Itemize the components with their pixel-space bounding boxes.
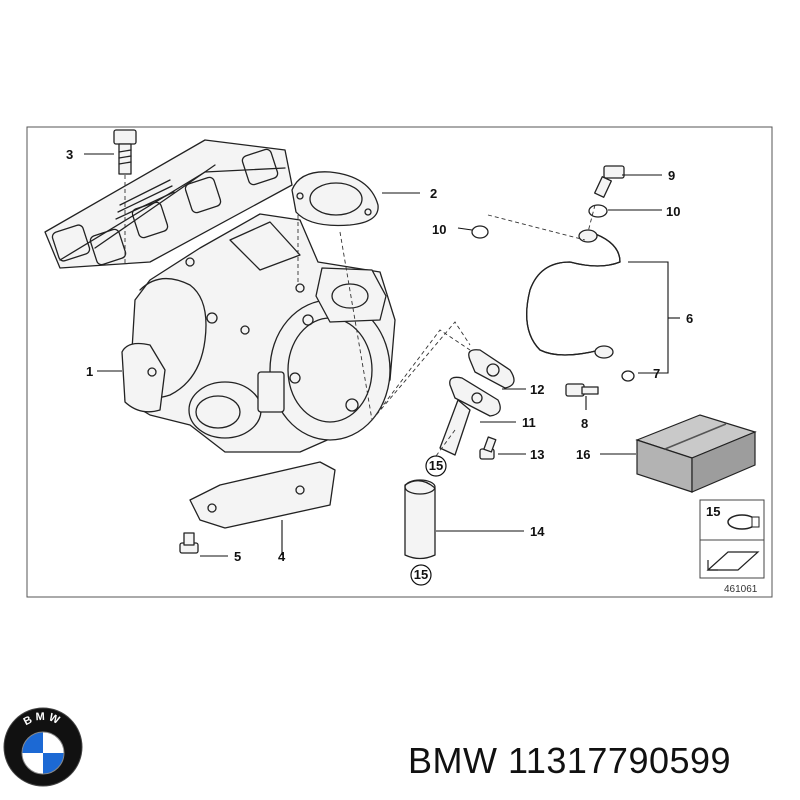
part-number-caption: BMW 11317790599 bbox=[408, 740, 732, 781]
callout-10-left: 10 bbox=[432, 222, 446, 237]
clamp-15-marker-bottom bbox=[410, 564, 432, 586]
dashed-guide bbox=[371, 321, 471, 421]
bolt-8 bbox=[565, 383, 599, 397]
washer-10-right bbox=[588, 204, 608, 218]
exhaust-manifold bbox=[44, 139, 293, 269]
oil-flange-11 bbox=[439, 376, 501, 456]
turbocharger-1 bbox=[121, 213, 396, 453]
callout-4: 4 bbox=[278, 549, 286, 564]
callout-10-right: 10 bbox=[666, 204, 680, 219]
callout-16: 16 bbox=[576, 447, 590, 462]
callout-11: 11 bbox=[522, 415, 536, 430]
callout-8: 8 bbox=[581, 416, 588, 431]
dashed-guide bbox=[487, 214, 586, 241]
bmw-logo: BMW bbox=[3, 707, 83, 787]
washer-7 bbox=[621, 370, 635, 382]
callout-7: 7 bbox=[653, 366, 660, 381]
gasket-2 bbox=[291, 171, 379, 227]
washer-10-left bbox=[471, 225, 489, 239]
bolt-3 bbox=[113, 129, 137, 175]
svg-text:BMW: BMW bbox=[22, 711, 64, 728]
oil-return-line-6 bbox=[526, 229, 621, 359]
bolt-13 bbox=[479, 436, 497, 460]
oil-hose-14 bbox=[404, 479, 436, 560]
callout-15-legend: 15 bbox=[706, 504, 720, 519]
bolt-9 bbox=[594, 165, 625, 198]
legend-arrow-box bbox=[699, 539, 765, 579]
callout-15-bottom: 15 bbox=[414, 567, 428, 582]
callout-15-top: 15 bbox=[429, 458, 443, 473]
dashed-guide bbox=[339, 231, 471, 422]
callout-2: 2 bbox=[430, 186, 437, 201]
callout-3: 3 bbox=[66, 147, 73, 162]
repair-kit-16 bbox=[635, 414, 757, 493]
clamp-15-marker-top bbox=[425, 455, 447, 477]
bolt-5 bbox=[179, 532, 199, 554]
bracket-4 bbox=[189, 461, 336, 529]
callout-1: 1 bbox=[86, 364, 93, 379]
callout-9: 9 bbox=[668, 168, 675, 183]
dashed-guide bbox=[435, 429, 456, 457]
callout-14: 14 bbox=[530, 524, 545, 539]
logo-letters: BMW bbox=[22, 711, 61, 728]
callout-13: 13 bbox=[530, 447, 544, 462]
diagram-reference-number: 461061 bbox=[724, 584, 758, 595]
exploded-parts-diagram: 3 2 10 9 10 6 1 7 12 8 11 13 16 14 4 5 1… bbox=[26, 126, 773, 598]
callout-12: 12 bbox=[530, 382, 544, 397]
leader-lines bbox=[84, 153, 680, 557]
gasket-12 bbox=[468, 349, 515, 389]
dashed-guide bbox=[587, 204, 596, 233]
callout-6: 6 bbox=[686, 311, 693, 326]
callout-5: 5 bbox=[234, 549, 241, 564]
